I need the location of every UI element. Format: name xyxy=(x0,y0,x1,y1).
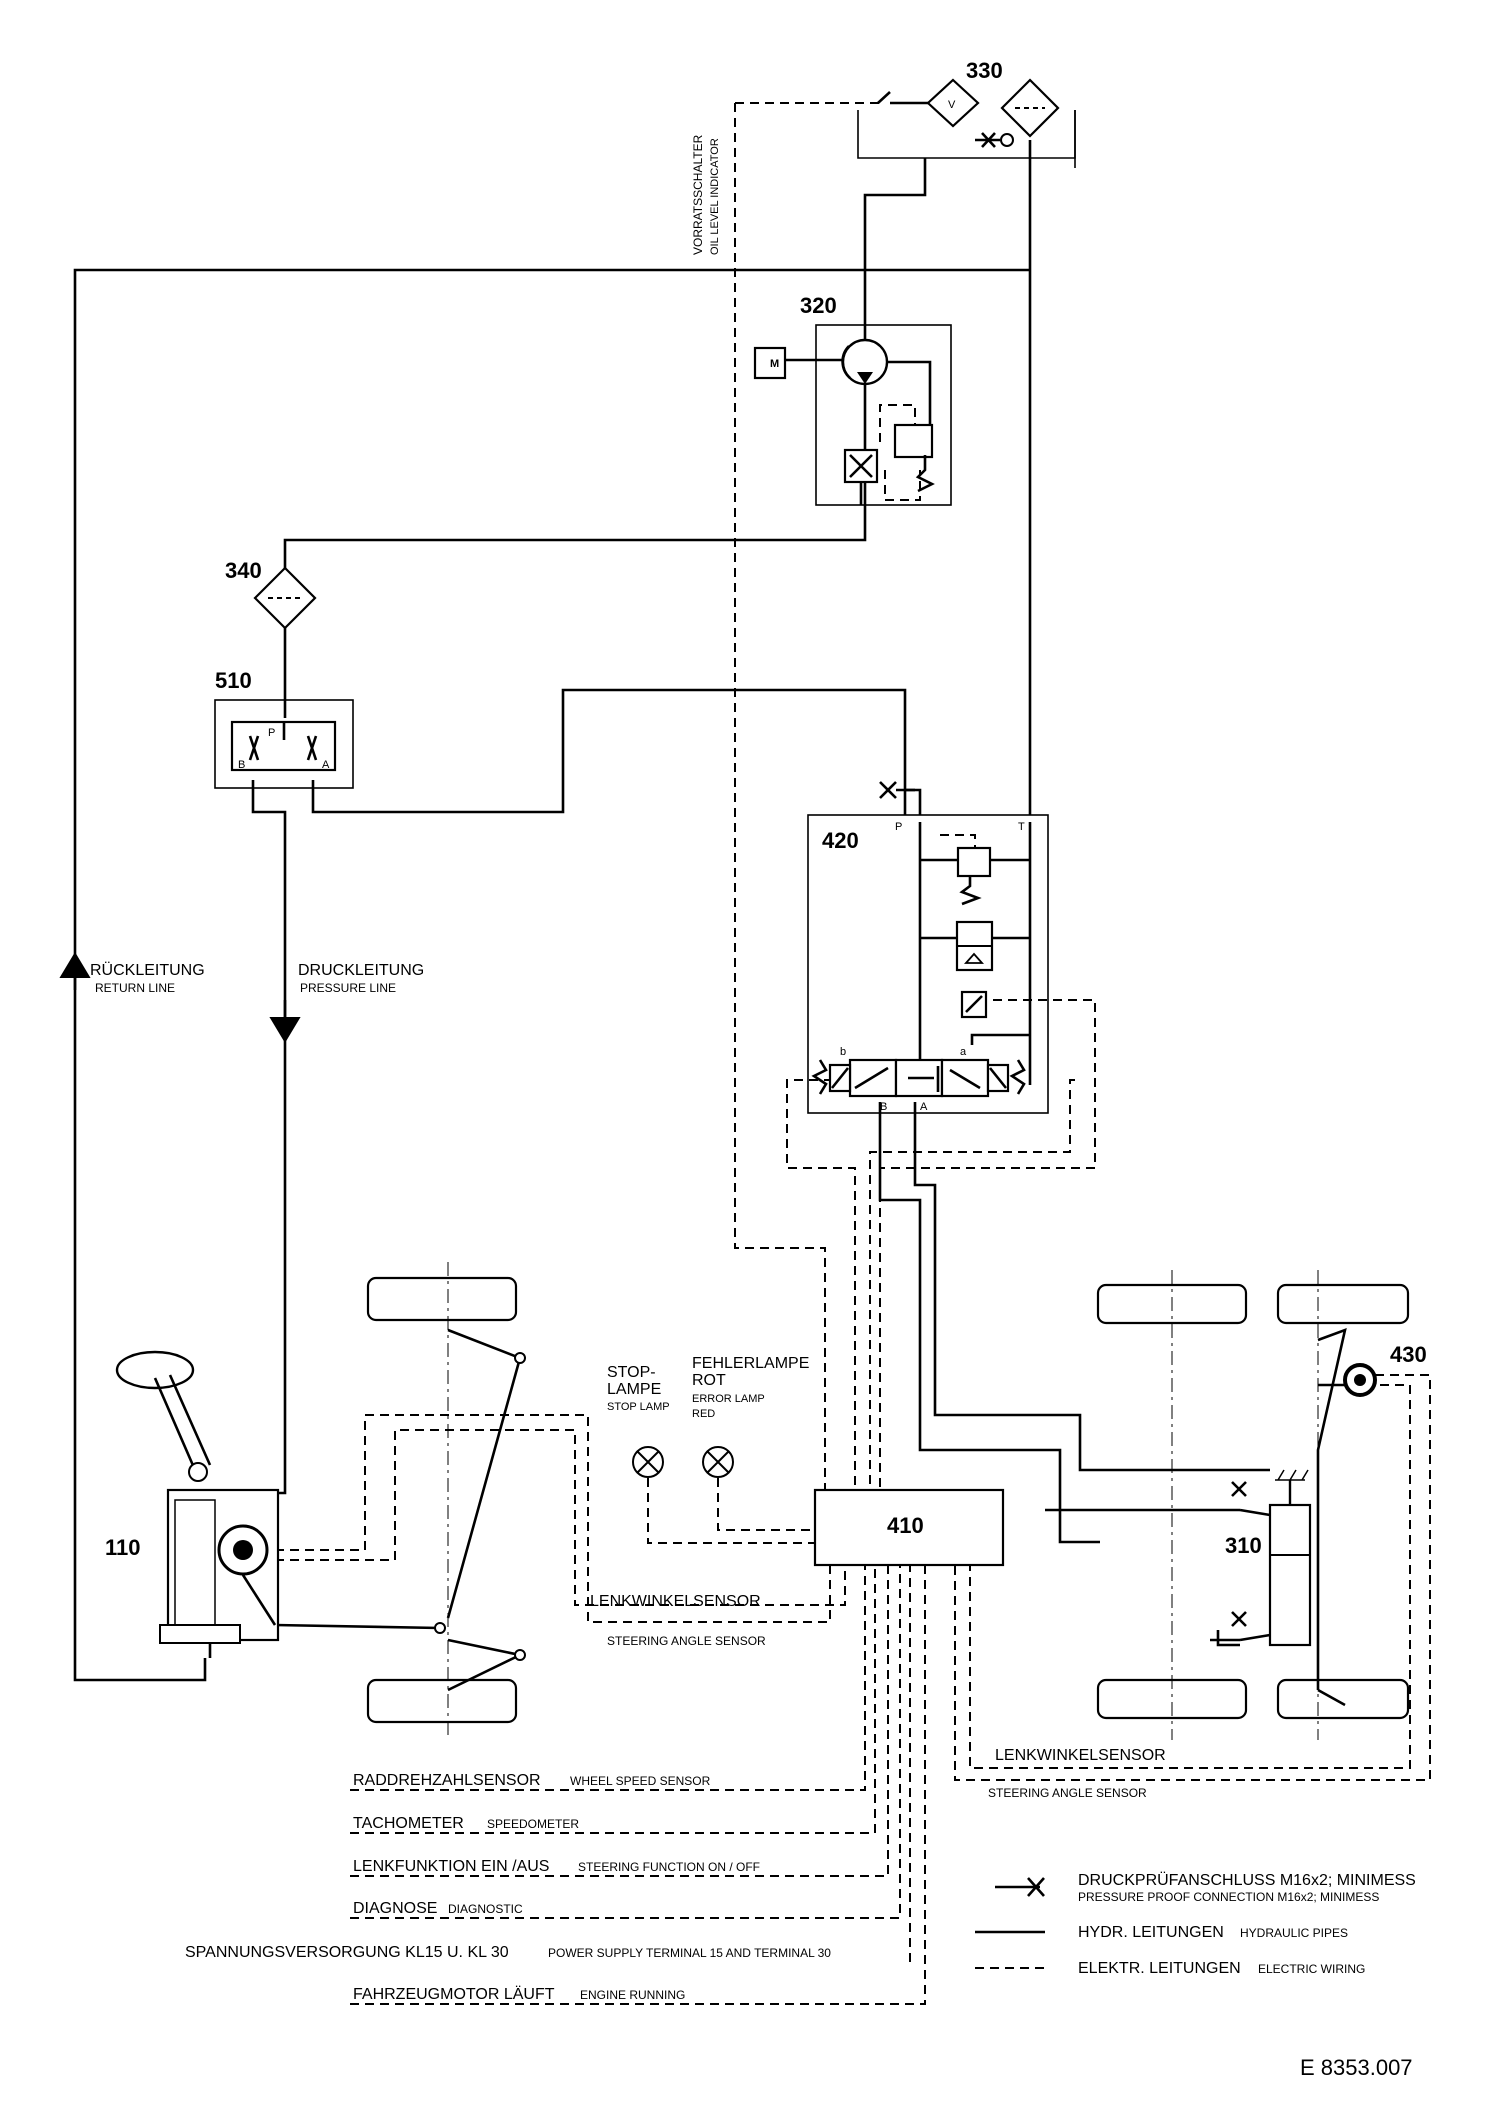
label-430: 430 xyxy=(1390,1342,1427,1367)
drawing-number: E 8353.007 xyxy=(1300,2055,1413,2080)
hydraulic-pipes xyxy=(73,140,1270,1682)
front-left-wheel xyxy=(366,1276,518,1322)
return-line-de: RÜCKLEITUNG xyxy=(90,961,205,979)
signal-1-de: RADDREHZAHLSENSOR xyxy=(353,1772,541,1789)
error-lamp-en1: ERROR LAMP xyxy=(692,1393,765,1405)
pressure-line-de: DRUCKLEITUNG xyxy=(298,962,424,979)
legend: DRUCKPRÜFANSCHLUSS M16x2; MINIMESS PRESS… xyxy=(1078,1871,1416,1977)
pressure-line-en: PRESSURE LINE xyxy=(300,981,396,995)
port-t-420: T xyxy=(1018,821,1025,833)
stop-lamp-de1: STOP- xyxy=(607,1364,656,1381)
port-b-420: B xyxy=(880,1101,887,1113)
label-320: 320 xyxy=(800,293,837,318)
front-sensor-de: LENKWINKELSENSOR xyxy=(590,1593,761,1610)
oil-level-switch-symbol xyxy=(926,78,980,128)
pump-motor-symbol xyxy=(753,346,787,380)
signal-2-de: TACHOMETER xyxy=(353,1815,464,1832)
electric-wiring xyxy=(275,102,1431,2005)
label-oil-level-mark: V xyxy=(948,99,956,111)
stop-lamp-en: STOP LAMP xyxy=(607,1401,670,1413)
legend-hydraulic-en: HYDRAULIC PIPES xyxy=(1240,1926,1348,1940)
front-right-wheel xyxy=(366,1678,518,1724)
pump-assembly xyxy=(753,324,952,506)
steering-wheel-icon xyxy=(115,1350,195,1390)
priority-valve-assembly xyxy=(214,699,354,789)
port-a-small: a xyxy=(960,1046,967,1058)
rear-right-wheel-lower xyxy=(1276,1678,1410,1720)
label-motor: M xyxy=(770,358,779,370)
rear-right-wheel-upper xyxy=(1276,1283,1410,1325)
port-b-small: b xyxy=(840,1046,846,1058)
oil-level-de: VORRATSSCHALTER xyxy=(691,134,705,255)
valve-block-assembly xyxy=(807,781,1049,1114)
legend-test-port-de: DRUCKPRÜFANSCHLUSS M16x2; MINIMESS xyxy=(1078,1871,1416,1889)
label-330: 330 xyxy=(966,58,1003,83)
stop-lamp-de2: LAMPE xyxy=(607,1381,661,1398)
front-axle-assembly xyxy=(115,1262,526,1740)
legend-electric-de: ELEKTR. LEITUNGEN xyxy=(1078,1960,1241,1977)
error-lamp-de1: FEHLERLAMPE xyxy=(692,1355,809,1372)
rear-sensor-de: LENKWINKELSENSOR xyxy=(995,1747,1166,1764)
label-310: 310 xyxy=(1225,1533,1262,1558)
legend-symbols xyxy=(975,1877,1045,1969)
signal-3-en: STEERING FUNCTION ON / OFF xyxy=(578,1860,760,1874)
front-sensor-en: STEERING ANGLE SENSOR xyxy=(607,1634,766,1648)
signal-1-en: WHEEL SPEED SENSOR xyxy=(570,1774,711,1788)
rear-sensor-en: STEERING ANGLE SENSOR xyxy=(988,1786,1147,1800)
error-lamp-de2: ROT xyxy=(692,1372,726,1389)
label-110: 110 xyxy=(105,1535,141,1560)
legend-electric-en: ELECTRIC WIRING xyxy=(1258,1962,1365,1976)
legend-hydraulic-de: HYDR. LEITUNGEN xyxy=(1078,1924,1224,1941)
tank-assembly xyxy=(857,78,1076,168)
port-b-510: B xyxy=(238,759,245,771)
legend-test-port-en: PRESSURE PROOF CONNECTION M16x2; MINIMES… xyxy=(1078,1890,1379,1904)
signal-4-en: DIAGNOSTIC xyxy=(448,1902,523,1916)
ecu-box xyxy=(813,1488,1005,1567)
signal-5-de: SPANNUNGSVERSORGUNG KL15 U. KL 30 xyxy=(185,1944,509,1961)
oil-level-en: OIL LEVEL INDICATOR xyxy=(709,138,721,255)
lamps xyxy=(632,1446,734,1478)
label-340: 340 xyxy=(225,558,262,583)
error-lamp-en2: RED xyxy=(692,1408,715,1420)
signal-6-en: ENGINE RUNNING xyxy=(580,1988,685,2002)
signal-4-de: DIAGNOSE xyxy=(353,1900,437,1917)
label-420: 420 xyxy=(822,828,859,853)
port-p-420: P xyxy=(895,821,902,833)
signal-2-en: SPEEDOMETER xyxy=(487,1817,579,1831)
signal-3-de: LENKFUNKTION EIN /AUS xyxy=(353,1858,549,1875)
signal-5-en: POWER SUPPLY TERMINAL 15 AND TERMINAL 30 xyxy=(548,1946,831,1960)
return-line-en: RETURN LINE xyxy=(95,981,175,995)
signal-6-de: FAHRZEUGMOTOR LÄUFT xyxy=(353,1985,555,2003)
label-410: 410 xyxy=(887,1513,924,1538)
port-p-510: P xyxy=(268,727,275,739)
port-a-420: A xyxy=(920,1101,928,1113)
signal-list: RADDREHZAHLSENSOR WHEEL SPEED SENSOR TAC… xyxy=(185,1772,831,2003)
port-a-510: A xyxy=(322,759,330,771)
pressure-filter-assembly xyxy=(253,566,317,630)
return-filter-symbol xyxy=(1000,78,1060,138)
rear-axle-assembly xyxy=(1096,1270,1410,1740)
steering-cylinder xyxy=(1268,1503,1312,1647)
label-510: 510 xyxy=(215,668,252,693)
